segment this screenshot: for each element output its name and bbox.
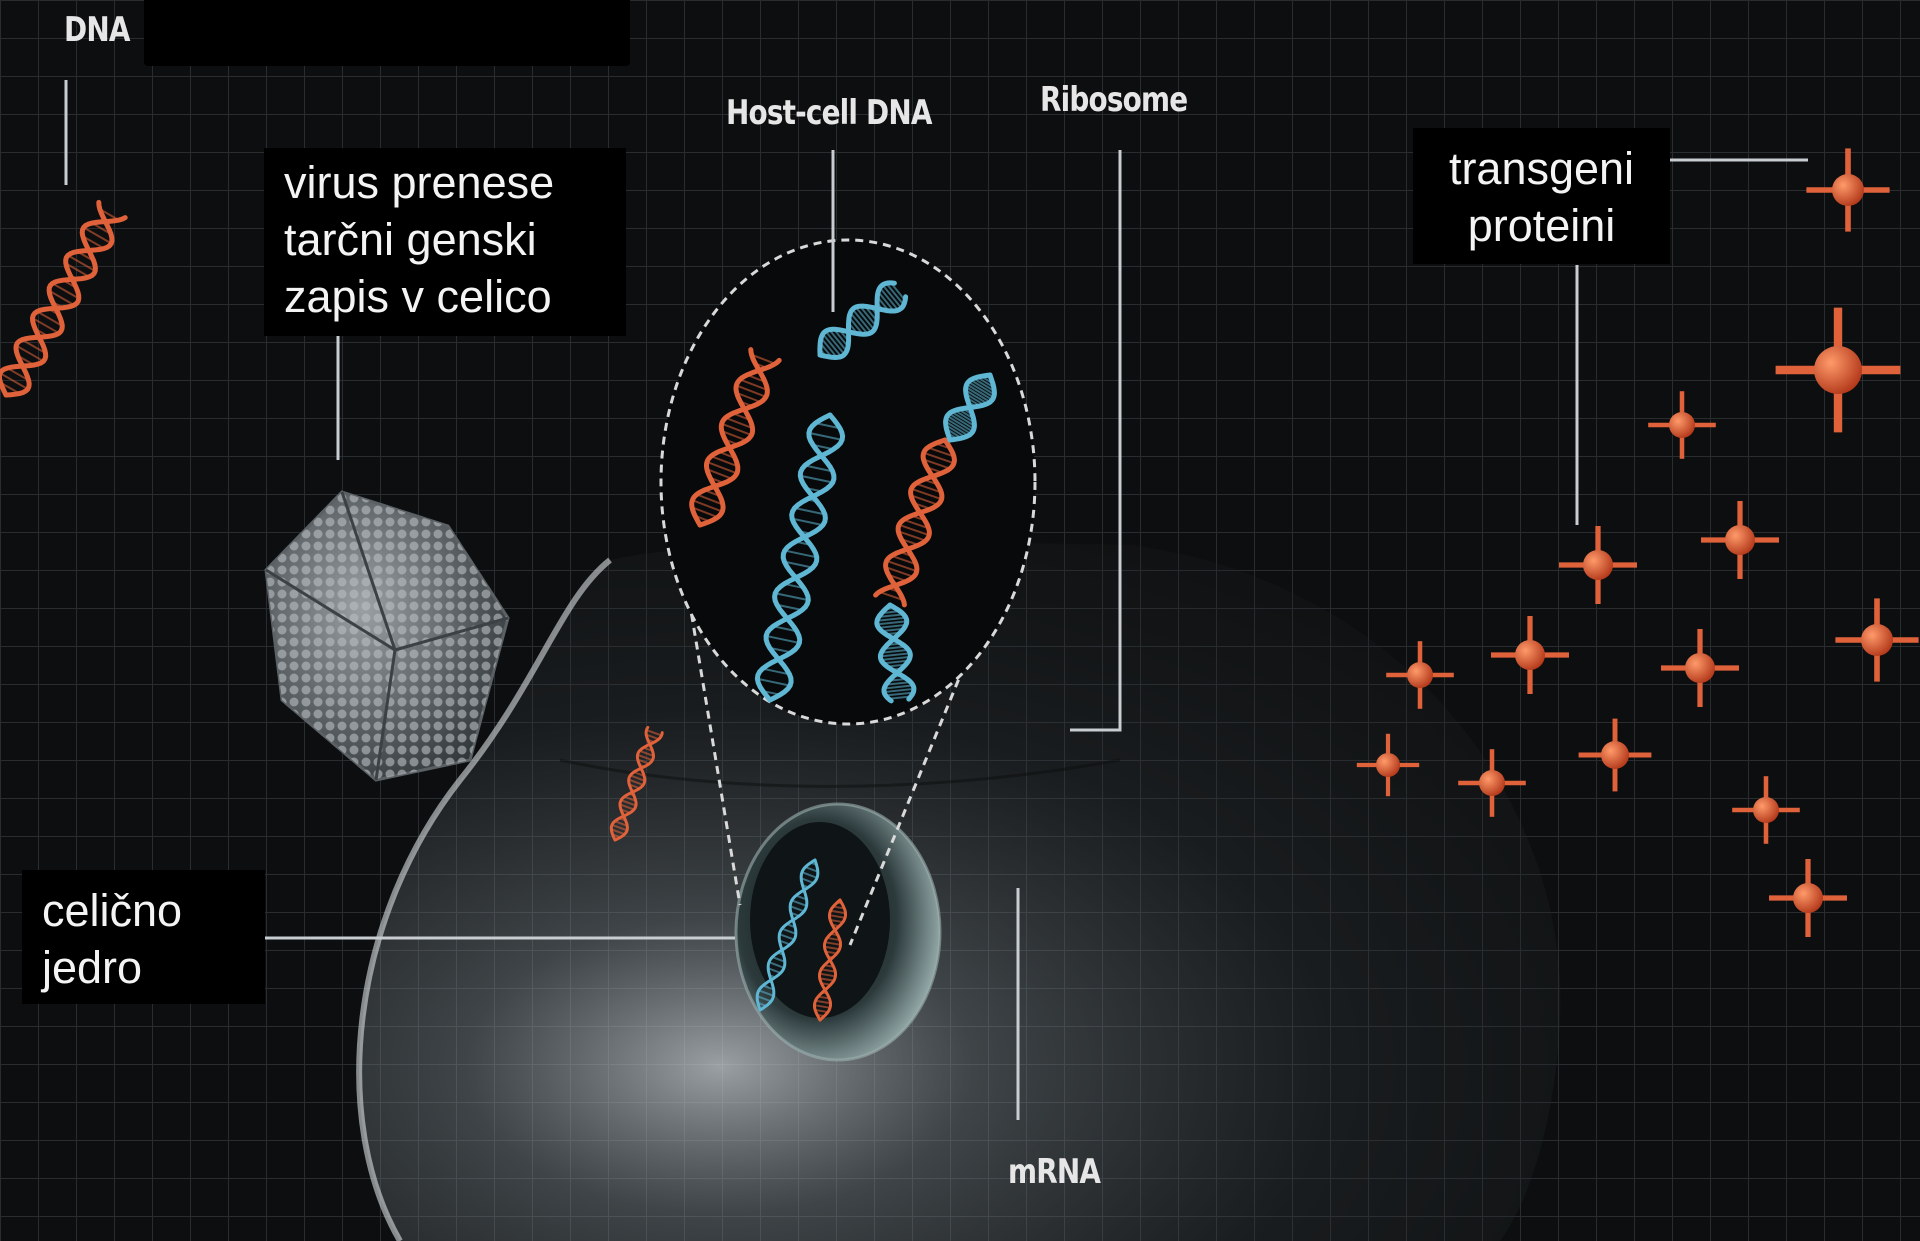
transgenic-proteins-annotation: transgeni proteini [1413,128,1670,264]
dna-label: DNA [64,10,130,50]
cell-nucleus-line-1: celično [42,882,265,939]
virus-transfer-line-1: virus prenese [284,154,626,211]
virus-transfer-line-3: zapis v celico [284,268,626,325]
redaction-bar [144,0,630,66]
virus-transfer-annotation: virus prenese tarčni genski zapis v celi… [264,148,626,336]
transgenic-proteins-line-1: transgeni [1413,140,1670,197]
ribosome-label: Ribosome [1040,80,1187,120]
cell-nucleus-annotation: celično jedro [22,870,265,1004]
cell-nucleus [736,804,940,1060]
virus-transfer-line-2: tarčni genski [284,211,626,268]
cell-nucleus-line-2: jedro [42,939,265,996]
mrna-label: mRNA [1008,1152,1100,1192]
transgenic-proteins-line-2: proteini [1413,197,1670,254]
host-cell-dna-label: Host-cell DNA [726,93,932,133]
